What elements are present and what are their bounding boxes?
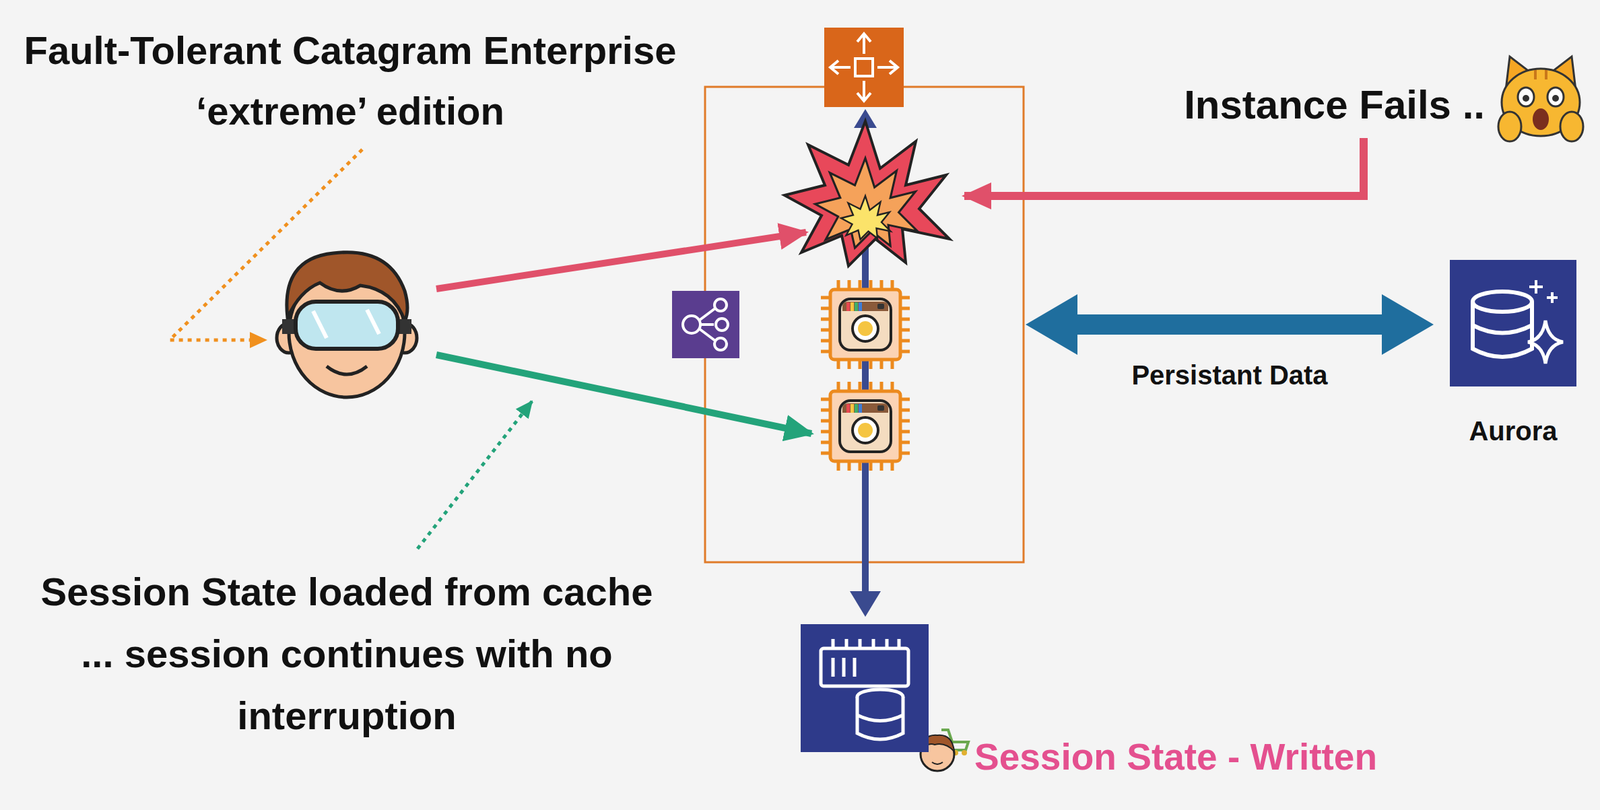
rerouted-request-arrow: [436, 354, 812, 434]
node-icon: [1449, 259, 1577, 387]
failed-request-arrow: [436, 232, 807, 289]
cat-icon: [1498, 56, 1584, 142]
node-label: Aurora: [1468, 414, 1557, 448]
load-balancer-icon: [672, 290, 740, 359]
ec2-instance: [820, 280, 910, 370]
aurora-database: Aurora: [1449, 259, 1577, 387]
node-icon: [800, 624, 929, 753]
node-label: Session State - Written: [974, 734, 1378, 780]
explosion: [784, 121, 950, 266]
edge-label: Persistant Data: [1131, 358, 1328, 392]
annotation-label: Session State loaded from cache ... sess…: [30, 560, 664, 747]
annotation-label: Instance Fails ..: [1183, 80, 1485, 130]
elasticache-node: Session State - Written: [800, 624, 929, 753]
diagram-title: Fault-Tolerant Catagram Enterprise ‘extr…: [6, 20, 694, 142]
fail-arrow: [964, 138, 1364, 196]
user-icon: [276, 252, 417, 398]
autoscaling-icon: [824, 27, 904, 108]
persistent-data-arrow: [1025, 294, 1434, 355]
leader-line: [417, 401, 532, 549]
ec2-instance: [820, 381, 910, 471]
